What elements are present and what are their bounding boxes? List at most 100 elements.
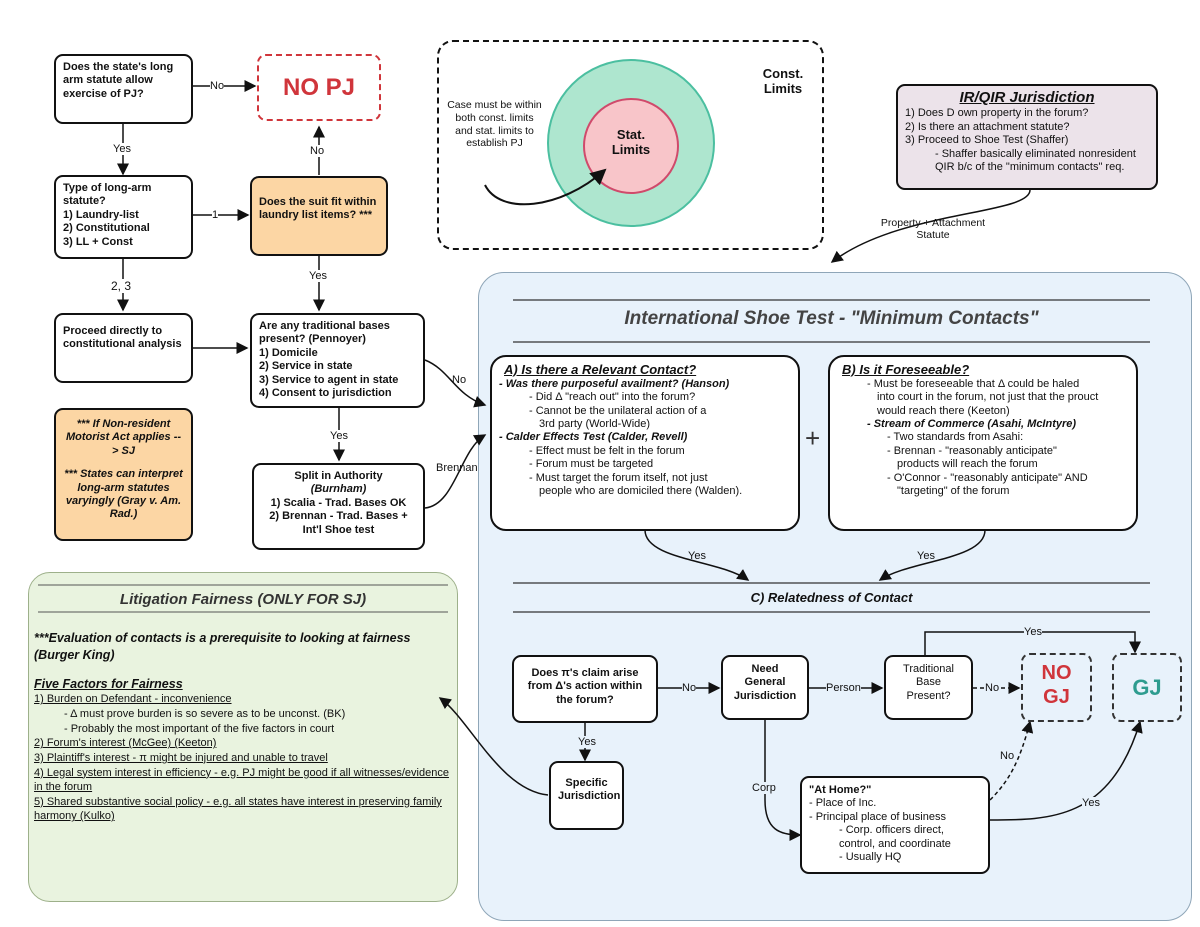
b-line-4: - Stream of Commerce (Asahi, McIntyre)	[867, 418, 1077, 431]
b-line-3: would reach there (Keeton)	[877, 404, 1010, 417]
ir-title: IR/QIR Jurisdiction	[959, 89, 1095, 106]
label-no-1: No	[210, 80, 225, 92]
fairness-title: Litigation Fairness (ONLY FOR SJ)	[119, 591, 367, 608]
foreseeable-box: B) Is it Foreseeable? - Must be foreseea…	[828, 355, 1138, 531]
at-home-3: - Corp. officers direct, control, and co…	[839, 824, 951, 850]
proceed-constitutional-box: Proceed directly to constitutional analy…	[54, 313, 193, 383]
ir-qir-box: IR/QIR Jurisdiction 1) Does D own proper…	[896, 84, 1158, 190]
note-motorist: *** If Non-resident Motorist Act applies…	[65, 418, 182, 457]
no-pj-box: NO PJ	[257, 54, 381, 121]
plus-sign: +	[805, 423, 821, 453]
no-gj-box: NO GJ	[1021, 653, 1092, 722]
b-line-2: into court in the forum, not just that t…	[877, 391, 1099, 404]
fair-item-1: 1) Burden on Defendant - inconvenience	[34, 693, 232, 706]
long-arm-question: Does the state's long arm statute allow …	[54, 54, 193, 124]
type-opt-2: 2) Constitutional	[63, 222, 150, 235]
split-authority-box: Split in Authority (Burnham) 1) Scalia -…	[252, 463, 425, 550]
label-no-c2: No	[985, 682, 1000, 694]
b-line-5: - Two standards from Asahi:	[887, 431, 1024, 444]
label-no-c3: No	[1000, 750, 1015, 762]
ir-arrow-label: Property + Attachment Statute	[880, 217, 986, 241]
trad-base-box: Traditional Base Present?	[884, 655, 973, 720]
laundry-list-question: Does the suit fit within laundry list it…	[250, 176, 388, 256]
ir-item-1: 1) Does D own property in the forum?	[905, 107, 1089, 120]
note-gray: *** States can interpret long-arm statut…	[64, 468, 183, 521]
label-yes-c2: Yes	[578, 736, 596, 748]
b-line-9: "targeting" of the forum	[897, 485, 1010, 498]
notes-box: *** If Non-resident Motorist Act applies…	[54, 408, 193, 541]
label-no-2: No	[310, 145, 325, 157]
gj-box: GJ	[1112, 653, 1182, 722]
stat-limits-circle	[583, 98, 679, 194]
fair-item-4: 2) Forum's interest (McGee) (Keeton)	[34, 737, 217, 750]
trad-title: Are any traditional bases present? (Penn…	[259, 320, 390, 346]
label-brennan: Brennan	[436, 462, 478, 474]
fairness-content: ***Evaluation of contacts is a prerequis…	[34, 630, 454, 824]
ir-item-3: 3) Proceed to Shoe Test (Shaffer)	[905, 134, 1069, 147]
label-corp: Corp	[752, 782, 776, 794]
c-title: C) Relatedness of Contact	[750, 590, 913, 605]
fair-item-3: - Probably the most important of the fiv…	[64, 722, 335, 735]
a-line-5: - Calder Effects Test (Calder, Revell)	[499, 431, 688, 444]
const-limits-label: Const. Limits	[762, 66, 804, 96]
fair-item-6: 4) Legal system interest in efficiency -…	[34, 766, 449, 794]
label-yes-c3: Yes	[1082, 797, 1100, 809]
gj-label: GJ	[1132, 675, 1162, 700]
fair-item-7: 5) Shared substantive social policy - e.…	[34, 795, 442, 823]
label-yes-a: Yes	[688, 550, 706, 562]
ir-item-2: 2) Is there an attachment statute?	[905, 120, 1070, 133]
label-yes-3: Yes	[330, 430, 348, 442]
a-line-1: - Was there purposeful availment? (Hanso…	[499, 377, 730, 390]
label-yes-c1: Yes	[1024, 626, 1042, 638]
trad-opt-3: 3) Service to agent in state	[259, 373, 399, 386]
type-long-arm-box: Type of long-arm statute? 1) Laundry-lis…	[54, 175, 193, 259]
a-line-8: - Must target the forum itself, not just	[529, 471, 708, 484]
label-no-3: No	[452, 374, 467, 386]
split-title: Split in Authority	[294, 470, 383, 482]
no-gj-label: NO GJ	[1041, 662, 1072, 708]
trad-opt-1: 1) Domicile	[259, 346, 318, 359]
five-factors-title: Five Factors for Fairness	[34, 676, 183, 691]
label-no-c1: No	[682, 682, 697, 694]
need-gj-box: Need General Jurisdiction	[721, 655, 809, 720]
venn-note: Case must be within both const. limits a…	[447, 99, 542, 150]
label-person: Person	[826, 682, 861, 694]
a-line-6: - Effect must be felt in the forum	[529, 444, 685, 457]
a-line-9: people who are domiciled there (Walden).	[539, 485, 743, 498]
stat-limits-label: Stat. Limits	[611, 127, 651, 157]
venn-frame	[437, 40, 824, 250]
fairness-prereq: ***Evaluation of contacts is a prerequis…	[34, 631, 411, 662]
split-opt-1: 1) Scalia - Trad. Bases OK	[270, 496, 407, 509]
b-title: B) Is it Foreseeable?	[842, 362, 970, 377]
a-title: A) Is there a Relevant Contact?	[504, 362, 697, 377]
split-case: (Burnham)	[310, 483, 367, 496]
shoe-title: International Shoe Test - "Minimum Conta…	[624, 308, 1039, 329]
label-one: 1	[212, 209, 219, 221]
fair-item-5: 3) Plaintiff's interest - π might be inj…	[34, 751, 328, 764]
specific-jurisdiction-box: Specific Jurisdiction	[549, 761, 624, 830]
type-title: Type of long-arm statute?	[63, 182, 152, 208]
b-line-8: - O'Connor - "reasonably anticipate" AND	[887, 471, 1088, 484]
a-line-3: - Cannot be the unilateral action of a	[529, 404, 707, 417]
fairness-panel	[28, 572, 458, 902]
no-pj-label: NO PJ	[282, 74, 356, 101]
b-line-7: products will reach the forum	[897, 458, 1038, 471]
at-home-box: "At Home?" - Place of Inc. - Principal p…	[800, 776, 990, 874]
label-yes-b: Yes	[917, 550, 935, 562]
a-line-2: - Did Δ "reach out" into the forum?	[529, 391, 696, 404]
at-home-1: - Place of Inc.	[809, 797, 877, 810]
a-line-4: 3rd party (World-Wide)	[539, 418, 651, 431]
fair-item-2: - Δ must prove burden is so severe as to…	[64, 708, 346, 720]
ir-item-4: - Shaffer basically eliminated nonreside…	[935, 147, 1136, 173]
label-yes-2: Yes	[309, 270, 327, 282]
trad-opt-2: 2) Service in state	[259, 360, 353, 373]
relevant-contact-box: A) Is there a Relevant Contact? - Was th…	[490, 355, 800, 531]
at-home-4: - Usually HQ	[839, 851, 902, 864]
type-opt-1: 1) Laundry-list	[63, 208, 139, 221]
at-home-title: "At Home?"	[809, 784, 872, 796]
split-opt-2: 2) Brennan - Trad. Bases + Int'l Shoe te…	[269, 510, 408, 536]
trad-opt-4: 4) Consent to jurisdiction	[259, 387, 392, 400]
label-two-three: 2, 3	[111, 279, 132, 293]
